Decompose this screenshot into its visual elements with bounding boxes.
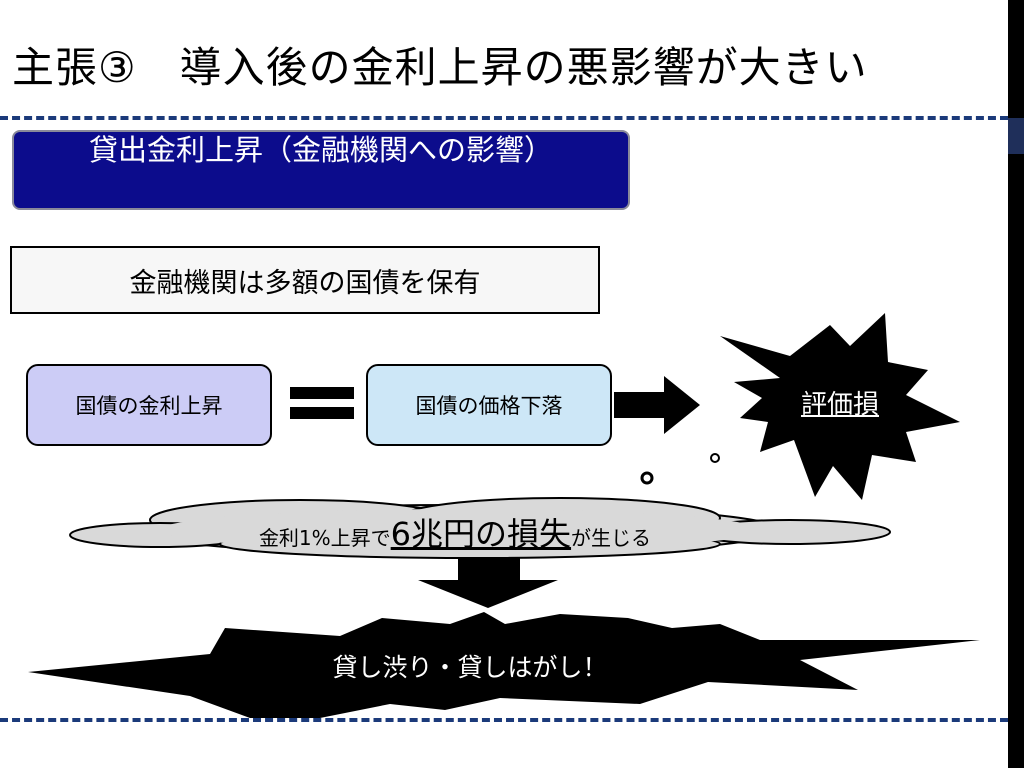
effect-text: 国債の価格下落 <box>415 394 563 418</box>
right-arrow-icon <box>614 376 700 434</box>
equals-sign-top-bar <box>290 387 354 399</box>
thought-bubble-icon <box>640 471 654 485</box>
fact-box: 金融機関は多額の国債を保有 <box>10 246 600 314</box>
bottom-divider <box>0 718 1008 722</box>
right-edge-notch <box>1008 118 1024 154</box>
explosion-burst-shape <box>28 612 980 718</box>
loss-suffix: が生じる <box>571 526 652 550</box>
fact-text: 金融機関は多額の国債を保有 <box>129 267 481 299</box>
section-header: 貸出金利上昇（金融機関への影響） <box>12 130 630 210</box>
slide-title: 主張③ 導入後の金利上昇の悪影響が大きい <box>12 43 868 92</box>
equals-sign-bottom-bar <box>290 407 354 419</box>
loss-statement: 金利1%上昇で6兆円の損失が生じる <box>170 514 740 558</box>
effect-box: 国債の価格下落 <box>366 364 612 446</box>
result-label: 評価損 <box>800 390 879 420</box>
thought-bubble-icon <box>710 453 720 463</box>
explosion-star-shape <box>720 313 960 500</box>
loss-highlight: 6兆円の損失 <box>390 515 572 553</box>
loss-prefix: 金利1%上昇で <box>258 526 391 550</box>
cause-box: 国債の金利上昇 <box>26 364 272 446</box>
top-divider <box>0 116 1008 120</box>
conclusion-label: 貸し渋り・貸しはがし！ <box>332 653 608 682</box>
section-header-text: 貸出金利上昇（金融機関への影響） <box>88 133 553 167</box>
cause-text: 国債の金利上昇 <box>75 394 223 418</box>
right-edge-bar <box>1008 0 1024 768</box>
down-arrow-icon <box>418 558 558 608</box>
